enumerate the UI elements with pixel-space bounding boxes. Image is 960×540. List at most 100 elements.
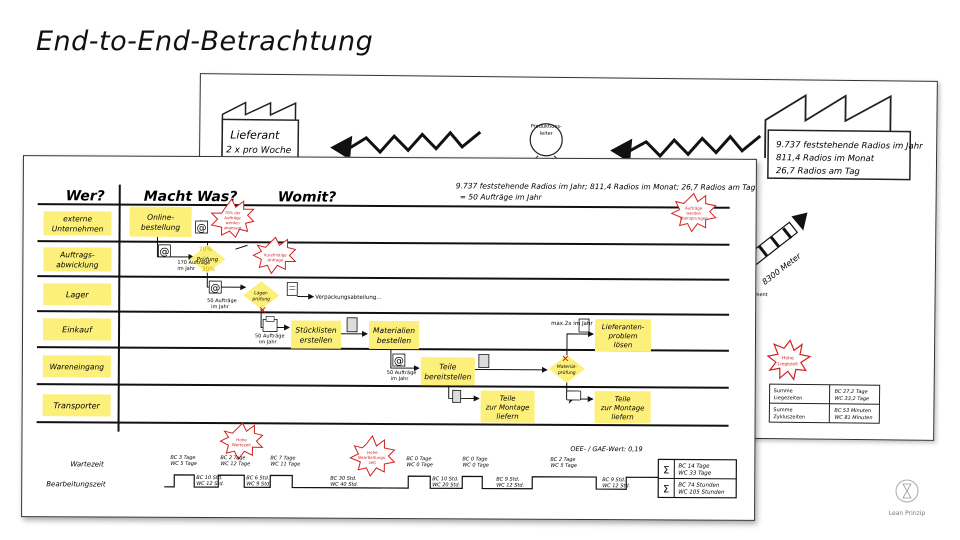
- sigma-icon: Σ: [663, 484, 669, 495]
- burst-high-processing: Hohe Bearbeitungs- zeit: [349, 434, 396, 477]
- summary-row2-val1: BC 53 Minuten: [834, 408, 871, 414]
- lane-purchasing: Einkauf: [42, 318, 112, 341]
- sum-wait-wc: WC 33 Tage: [678, 471, 711, 477]
- activity-parts-list: Stücklisten erstellen: [290, 320, 342, 349]
- activity-provide-parts-text-1: Teile: [439, 362, 456, 371]
- activity-materials-text-2: bestellen: [377, 336, 412, 345]
- orders-50b-text-2: im Jahr: [259, 339, 278, 345]
- customer-factory-icon: [764, 93, 912, 181]
- wait-time-1-wc: WC 5 Tage: [170, 461, 197, 467]
- document-icon: [286, 282, 298, 296]
- flow-connectors: [156, 220, 595, 403]
- burst-wait-text-2: Wartezeit: [232, 442, 252, 447]
- proc-time-3-wc: WC 40 Std.: [330, 482, 358, 488]
- svg-text:@: @: [159, 247, 169, 258]
- activity-deliver2-text-3: liefern: [611, 413, 633, 421]
- lane-goods-receipt: Wareneingang: [42, 355, 111, 378]
- document-icon: [346, 317, 358, 333]
- decision-stock-check: Lager- prüfung: [243, 281, 280, 310]
- lane-transport: Transporter: [42, 394, 111, 417]
- orders-50a-text-1: 50 Aufträge: [207, 298, 237, 304]
- activity-order-materials: Materialien bestellen: [368, 320, 420, 350]
- burst-short-notice: Kurzfristige Anfrage: [252, 236, 297, 275]
- summary-row1-label1: Summe: [774, 388, 793, 394]
- burst-70-text-3: werden: [226, 220, 241, 225]
- burst-skipped-text-1: Aufträge: [685, 206, 703, 211]
- max-2x-annotation: max.2x im Jahr: [551, 321, 593, 327]
- activity-provide-parts-text-2: bereitstellen: [424, 372, 471, 381]
- high-idle-burst: [766, 339, 812, 381]
- activity-deliver1-text-2: zur Montage: [485, 404, 530, 412]
- decision-check: Prüfung 70% 30%: [189, 245, 226, 273]
- proc-time-4-bc: BC 10 Std.: [432, 476, 458, 482]
- header-with: Womit?: [278, 189, 337, 205]
- wait-time-5-bc: BC 0 Tage: [462, 456, 487, 462]
- orders-170-text-2: im Jahr: [177, 266, 196, 272]
- lane-separators: [36, 184, 730, 432]
- proc-time-6-bc: BC 9 Std.: [602, 477, 625, 483]
- stats-line-2: = 50 Aufträge im Jahr: [460, 192, 543, 201]
- wait-time-2-bc: BC 2 Tage: [220, 455, 245, 461]
- burst-wait-text-1: Hohe: [236, 437, 247, 442]
- swimlane-diagram: Wer? Macht Was? Womit? 9.737 feststehend…: [36, 181, 756, 499]
- production-label-1: Produktions-: [531, 124, 562, 130]
- proc-time-1-bc: BC 10 Std.: [196, 475, 222, 481]
- lane-label-purchasing: Einkauf: [62, 325, 93, 334]
- burst-high-wait: Hohe Wartezeit: [219, 422, 264, 461]
- burst-proc-text-3: zeit: [369, 460, 377, 465]
- burst-text-1: Hohe: [782, 355, 794, 361]
- svg-text:@: @: [197, 223, 207, 234]
- header-what: Macht Was?: [144, 189, 238, 205]
- summary-row1-val1: BC 27,2 Tage: [835, 389, 868, 395]
- activity-online-text-1: Online-: [147, 213, 174, 222]
- orders-170-text-1: 170 Aufträge: [177, 260, 210, 266]
- summary-row2-label2: Zykluszeiten: [773, 414, 805, 420]
- decision-stock-text-1: Lager-: [254, 290, 269, 296]
- activity-deliver1-text-3: liefern: [496, 413, 518, 421]
- burst-proc-text-1: Hohe: [367, 450, 378, 455]
- orders-50c-text-2: im Jahr: [391, 376, 410, 382]
- decision-material-check: Material- prüfung: [548, 354, 585, 383]
- stats-line-1: 9.737 feststehende Radios im Jahr; 811,4…: [456, 181, 756, 192]
- proc-time-5-wc: WC 12 Std.: [496, 483, 524, 489]
- burst-short-text-2: Anfrage: [268, 257, 284, 262]
- orders-50b-text-1: 50 Aufträge: [255, 333, 285, 339]
- decision-check-label: Prüfung: [197, 257, 219, 263]
- document-icon: [578, 318, 590, 333]
- wait-time-2-wc: WC 12 Tage: [220, 461, 250, 467]
- timeline-ladder: [164, 474, 659, 490]
- electronic-flow-arrow-left: [330, 130, 482, 160]
- customer-stat-3: 26,7 Radios am Tag: [776, 166, 861, 177]
- sum-proc-wc: WC 105 Stunden: [678, 490, 725, 496]
- printer-icon: [262, 316, 278, 332]
- logo-text: Lean Prinzip: [888, 510, 926, 517]
- orders-50c-text-1: 50 Aufträge: [387, 370, 417, 376]
- lane-label-orders-1: Auftrags-: [59, 250, 95, 259]
- wait-time-3-bc: BC 7 Tage: [270, 455, 295, 461]
- document-icon: [452, 389, 462, 403]
- logo-icon: [895, 479, 919, 503]
- proc-time-2-bc: BC 6 Std.: [246, 475, 269, 481]
- page-title: End-to-End-Betrachtung: [36, 26, 374, 57]
- supplier-frequency: 2 x pro Woche: [226, 145, 292, 156]
- lane-label-orders-2: abwicklung: [56, 260, 99, 269]
- burst-text-2: Liegezeit: [778, 361, 799, 367]
- burst-skipped-orders: Aufträge werden übersprungen: [670, 192, 717, 233]
- summary-row2-label1: Summe: [773, 407, 792, 413]
- activity-supplier-problem: Lieferanten- problem lösen: [594, 319, 652, 352]
- lane-external: externe Unternehmen: [43, 211, 112, 236]
- decision-stock-text-2: prüfung: [251, 296, 270, 302]
- activity-parts-list-text-1: Stücklisten: [295, 326, 337, 335]
- orders-50a-text-2: im Jahr: [211, 304, 230, 310]
- document-icon: [478, 354, 490, 368]
- activity-deliver2-text-1: Teile: [615, 395, 631, 403]
- wait-time-label: Wartezeit: [70, 460, 104, 468]
- proc-time-5-bc: BC 9 Std.: [496, 477, 519, 483]
- chat-icon: [566, 390, 582, 404]
- lane-warehouse: Lager: [43, 283, 112, 306]
- proc-time-3-bc: BC 30 Std.: [330, 476, 356, 482]
- svg-text:@: @: [394, 356, 404, 367]
- summary-row1-label2: Liegezeiten: [774, 395, 803, 401]
- activity-online-order: Online- bestellung: [129, 206, 192, 237]
- activity-online-text-2: bestellung: [141, 223, 181, 232]
